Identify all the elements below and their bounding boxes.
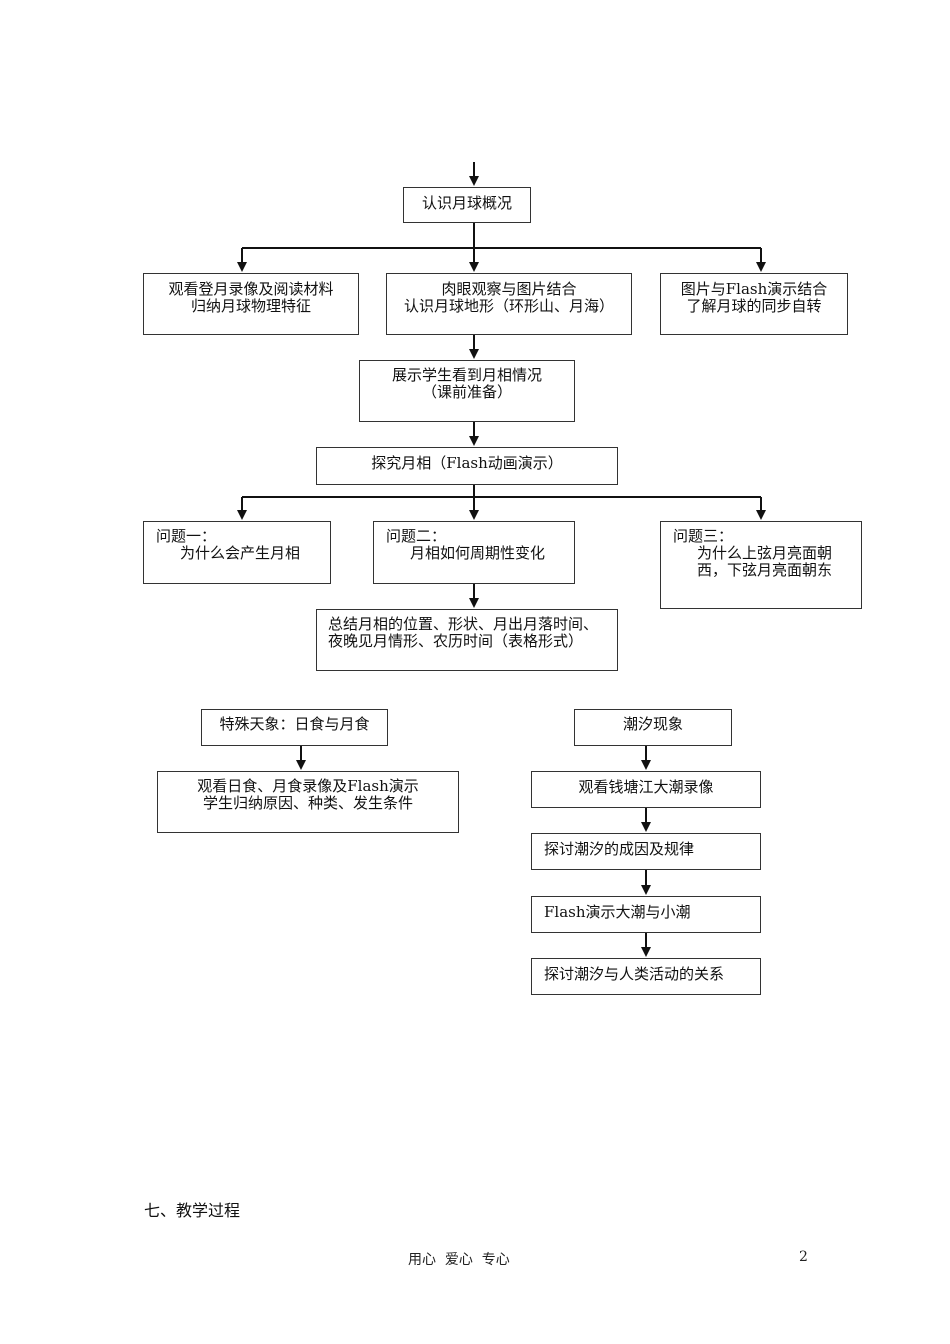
node-question-three: 问题三： 为什么上弦月亮面朝 西，下弦月亮面朝东 xyxy=(660,521,862,609)
node-physical-features-line1: 观看登月录像及阅读材料 xyxy=(168,280,334,298)
node-synchronous-rotation-line2: 了解月球的同步自转 xyxy=(686,297,822,315)
branch-question-three-arrowhead xyxy=(756,510,766,520)
node-synchronous-rotation: 图片与Flash演示结合 了解月球的同步自转 xyxy=(660,273,848,335)
node-question-two: 问题二： 月相如何周期性变化 xyxy=(373,521,575,584)
section-heading: 七、教学过程 xyxy=(144,1201,241,1220)
node-eclipse-title: 特殊天象：日食与月食 xyxy=(201,709,388,746)
node-question-three-text1: 为什么上弦月亮面朝 xyxy=(697,544,833,562)
node-summary: 总结月相的位置、形状、月出月落时间、 夜晚见月情形、农历时间（表格形式） xyxy=(316,609,618,671)
node-summary-line2: 夜晚见月情形、农历时间（表格形式） xyxy=(328,632,584,650)
node-eclipse-detail: 观看日食、月食录像及Flash演示 学生归纳原因、种类、发生条件 xyxy=(157,771,459,833)
node-tide-title-text: 潮汐现象 xyxy=(622,715,683,733)
node-question-one-label: 问题一： xyxy=(156,527,217,545)
node-tide-video: 观看钱塘江大潮录像 xyxy=(531,771,761,808)
node-terrain-line1: 肉眼观察与图片结合 xyxy=(441,280,577,298)
tide-arrow-3-arrowhead xyxy=(641,885,651,895)
node-question-three-label: 问题三： xyxy=(673,527,734,545)
node-tide-demo: Flash演示大潮与小潮 xyxy=(531,896,761,933)
node-summary-line1: 总结月相的位置、形状、月出月落时间、 xyxy=(328,615,599,633)
node-question-one-text: 为什么会产生月相 xyxy=(180,544,301,562)
node-explore-phases: 探究月相（Flash动画演示） xyxy=(316,447,618,485)
node-tide-demo-text: Flash演示大潮与小潮 xyxy=(544,903,691,921)
branch-question-one-arrowhead xyxy=(237,510,247,520)
node-overview: 认识月球概况 xyxy=(403,187,531,223)
node-eclipse-detail-line1: 观看日食、月食录像及Flash演示 xyxy=(197,777,419,795)
node-physical-features: 观看登月录像及阅读材料 归纳月球物理特征 xyxy=(143,273,359,335)
branch-question-two-arrowhead xyxy=(469,510,479,520)
node-show-phases: 展示学生看到月相情况 （课前准备） xyxy=(359,360,575,422)
branch-features-arrowhead xyxy=(237,262,247,272)
tide-arrow-4-arrowhead xyxy=(641,947,651,957)
node-eclipse-title-text: 特殊天象：日食与月食 xyxy=(219,715,370,733)
node-explore-phases-text: 探究月相（Flash动画演示） xyxy=(371,454,563,472)
node-question-three-text2: 西，下弦月亮面朝东 xyxy=(697,561,833,579)
node-synchronous-rotation-line1: 图片与Flash演示结合 xyxy=(680,280,828,298)
node-tide-title: 潮汐现象 xyxy=(574,709,732,746)
eclipse-arrow-arrowhead xyxy=(296,760,306,770)
node-physical-features-line2: 归纳月球物理特征 xyxy=(190,297,311,315)
node-show-phases-line2: （课前准备） xyxy=(421,383,512,401)
node-question-two-text: 月相如何周期性变化 xyxy=(410,544,546,562)
footer-motto: 用心 爱心 专心 xyxy=(408,1252,510,1268)
node-tide-cause-text: 探讨潮汐的成因及规律 xyxy=(544,840,695,858)
show-to-explore-arrowhead xyxy=(469,436,479,446)
node-show-phases-line1: 展示学生看到月相情况 xyxy=(391,366,542,384)
node-question-two-label: 问题二： xyxy=(386,527,447,545)
node-question-one: 问题一： 为什么会产生月相 xyxy=(143,521,331,584)
node-eclipse-detail-line2: 学生归纳原因、种类、发生条件 xyxy=(202,794,413,812)
node-terrain: 肉眼观察与图片结合 认识月球地形（环形山、月海） xyxy=(386,273,632,335)
tide-arrow-1-arrowhead xyxy=(641,760,651,770)
question-two-to-summary-arrowhead xyxy=(469,598,479,608)
node-tide-human: 探讨潮汐与人类活动的关系 xyxy=(531,958,761,995)
branch-terrain-arrowhead xyxy=(469,262,479,272)
node-terrain-line2: 认识月球地形（环形山、月海） xyxy=(403,297,614,315)
branch-rotation-arrowhead xyxy=(756,262,766,272)
node-overview-text: 认识月球概况 xyxy=(421,194,512,212)
node-tide-human-text: 探讨潮汐与人类活动的关系 xyxy=(544,965,725,983)
tide-arrow-2-arrowhead xyxy=(641,822,651,832)
node-tide-cause: 探讨潮汐的成因及规律 xyxy=(531,833,761,870)
entry-arrow-arrowhead xyxy=(469,176,479,186)
footer-page-number: 2 xyxy=(799,1249,808,1265)
node-tide-video-text: 观看钱塘江大潮录像 xyxy=(578,778,714,796)
terrain-to-show-arrowhead xyxy=(469,349,479,359)
